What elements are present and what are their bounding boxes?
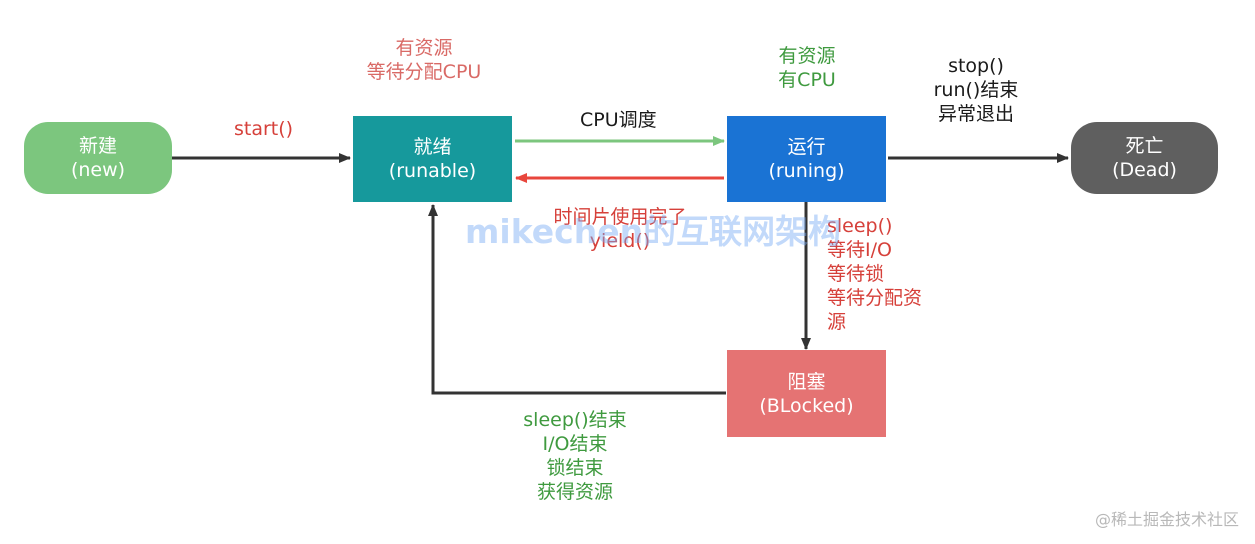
unblock-reason-2: I/O结束 — [542, 433, 608, 455]
arrow-blocked-to-ready — [428, 204, 726, 395]
ready-note-line-1: 有资源 — [395, 37, 453, 59]
state-dead-name: 死亡 — [1125, 135, 1164, 157]
running-note-line-1: 有资源 — [778, 45, 836, 67]
label-start: start() — [234, 118, 294, 140]
state-blocked-code: (BLocked) — [759, 394, 854, 417]
stop-note-line-3: 异常退出 — [937, 103, 1014, 125]
label-timeslice: 时间片使用完了 yield() — [548, 205, 692, 253]
state-running-code: (runing) — [768, 160, 845, 182]
label-running-note: 有资源 有CPU — [770, 44, 844, 92]
block-reason-4: 等待分配资 — [827, 287, 923, 309]
unblock-reason-1: sleep()结束 — [523, 409, 627, 431]
block-reason-5: 源 — [827, 311, 847, 333]
state-new-code: (new) — [70, 159, 126, 181]
timeslice-line-2: yield() — [589, 230, 651, 252]
block-reason-1: sleep() — [827, 215, 893, 237]
label-ready-note: 有资源 等待分配CPU — [362, 36, 486, 84]
label-unblock-reasons: sleep()结束 I/O结束 锁结束 获得资源 — [510, 408, 640, 504]
stop-note-line-2: run()结束 — [933, 79, 1019, 101]
state-blocked-name: 阻塞 — [787, 370, 826, 393]
state-blocked: 阻塞 (BLocked) — [727, 350, 886, 437]
state-dead: 死亡 (Dead) — [1071, 122, 1218, 194]
state-ready-name: 就绪 — [413, 136, 452, 158]
state-ready: 就绪 (runable) — [353, 116, 512, 202]
label-cpu-schedule: CPU调度 — [580, 109, 657, 131]
unblock-reason-4: 获得资源 — [536, 481, 613, 503]
state-dead-code: (Dead) — [1112, 159, 1177, 181]
state-running-name: 运行 — [787, 136, 826, 158]
block-reason-2: 等待I/O — [827, 239, 892, 261]
label-stop-note: stop() run()结束 异常退出 — [928, 54, 1024, 126]
block-reason-3: 等待锁 — [827, 263, 885, 285]
stop-note-line-1: stop() — [948, 55, 1004, 77]
state-new-name: 新建 — [78, 135, 117, 157]
state-running: 运行 (runing) — [727, 116, 886, 202]
running-note-line-2: 有CPU — [778, 69, 836, 91]
watermark: mikechen的互联网架构 — [465, 212, 842, 251]
source-credit: @稀土掘金技术社区 — [1094, 510, 1239, 529]
label-block-reasons: sleep() 等待I/O 等待锁 等待分配资 源 — [827, 214, 922, 334]
timeslice-line-1: 时间片使用完了 — [553, 206, 687, 228]
unblock-reason-3: 锁结束 — [546, 457, 604, 479]
ready-note-line-2: 等待分配CPU — [366, 61, 482, 83]
state-ready-code: (runable) — [388, 160, 477, 182]
state-new: 新建 (new) — [24, 122, 172, 194]
